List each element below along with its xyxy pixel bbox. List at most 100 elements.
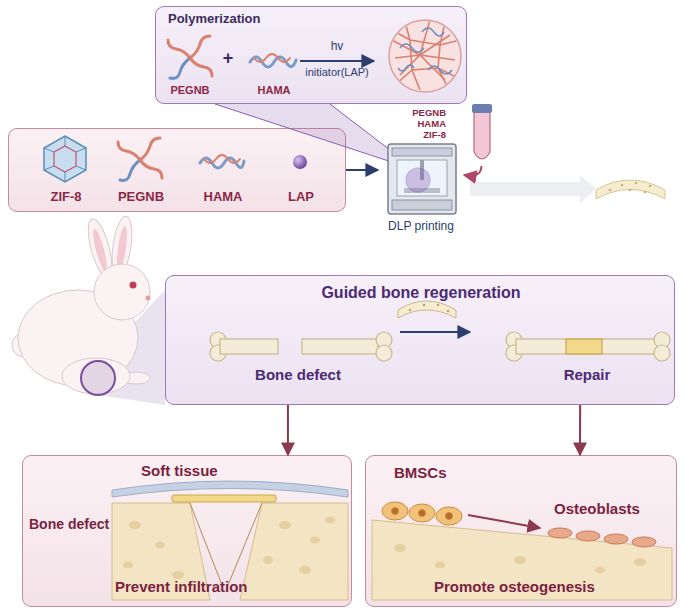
bone-segments — [210, 332, 226, 348]
rabbit — [84, 217, 117, 280]
bone-segments — [376, 332, 392, 348]
bone-segments — [376, 345, 392, 361]
rabbit — [109, 215, 135, 277]
node-heading: ZIF-8 — [31, 190, 101, 205]
defect-bone — [279, 521, 291, 529]
rabbit — [122, 372, 150, 384]
node-heading: PEGNB HAMA ZIF-8 — [404, 108, 446, 141]
node-heading: Polymerization — [168, 12, 260, 27]
soft-tissue-layer — [172, 495, 276, 502]
zoom-cone — [215, 104, 416, 170]
printed-scaffold — [644, 191, 647, 194]
differentiation-arrow — [468, 515, 540, 528]
dlp-printer — [397, 160, 447, 196]
flow-arrow — [287, 405, 289, 455]
rabbit — [90, 228, 109, 273]
scaffold-insert — [409, 309, 411, 311]
scaffold-insert — [437, 304, 439, 306]
scaffold-insert — [398, 301, 456, 318]
pegnb-star — [168, 40, 190, 58]
rabbit — [12, 215, 165, 405]
osteogenesis-bone — [372, 520, 672, 600]
bone-segments — [302, 339, 378, 354]
printed-scaffold — [649, 185, 652, 188]
node-text: Prevent infiltration — [115, 578, 248, 595]
output-arrow — [470, 175, 596, 203]
defect-bone — [310, 537, 320, 544]
differentiation-arrow — [468, 515, 540, 528]
bmsc-cells — [382, 502, 462, 525]
osteoblast-cells — [548, 528, 572, 538]
dlp-printer — [420, 160, 424, 180]
hydrogel-network — [389, 20, 461, 92]
text-label: hv — [331, 40, 344, 54]
osteogenesis-bone — [634, 558, 646, 566]
printer-node: DLP printing — [378, 140, 464, 240]
node-text: Bone defect — [29, 516, 109, 532]
scaffold-insert — [400, 331, 470, 333]
hama-chain — [200, 155, 244, 168]
node-text: HAMA — [188, 190, 258, 205]
pegnb-star — [118, 138, 162, 180]
hydrogel-network — [422, 28, 444, 36]
ink-tube — [472, 104, 492, 113]
bmsc-cells — [409, 504, 435, 522]
scaffold-insert — [447, 310, 449, 312]
reaction-arrow — [300, 60, 374, 62]
lap-initiator — [293, 155, 307, 169]
text-label: initiator(LAP) — [305, 66, 369, 79]
hama-chain — [250, 54, 296, 67]
defect-bone — [299, 566, 311, 574]
ink-tube — [472, 104, 492, 159]
pegnb-star — [140, 138, 160, 160]
node-heading: Soft tissue — [141, 462, 218, 479]
repaired-bone — [566, 339, 602, 354]
flow-arrow — [579, 405, 581, 455]
reaction-arrow — [300, 61, 374, 62]
rabbit — [98, 290, 165, 405]
printed-scaffold — [596, 180, 665, 199]
hydrogel-network — [389, 20, 461, 92]
repaired-bone — [506, 332, 670, 361]
output-arrow — [470, 175, 596, 203]
text-label: PEGNB — [170, 84, 209, 97]
material-panel: ZIF-8PEGNBHAMALAP — [8, 128, 346, 212]
node-heading: Guided bone regeneration — [166, 284, 676, 302]
node-text: PEGNB — [106, 190, 176, 205]
bmsc-cells — [382, 502, 408, 520]
defect-bone — [228, 503, 262, 585]
dlp-printer — [388, 144, 456, 214]
osteogenesis-bone — [394, 544, 406, 552]
zoom-cone — [215, 104, 416, 170]
printed-scaffold — [621, 184, 624, 187]
rabbit — [115, 226, 129, 271]
osteogenesis-bone — [372, 520, 672, 600]
repaired-bone — [506, 332, 522, 348]
zif8-crystal — [44, 136, 86, 182]
repaired-bone — [654, 345, 670, 361]
hama-chain — [204, 155, 240, 163]
bone-segments — [210, 345, 226, 361]
hama-chain — [254, 54, 290, 62]
osteogenesis-bone — [514, 556, 526, 564]
zif8-crystal — [54, 146, 76, 172]
flow-arrow — [346, 169, 378, 171]
ink-tube-node: PEGNB HAMA ZIF-8 — [404, 106, 494, 166]
bone-segments — [220, 339, 278, 354]
rabbit — [12, 333, 36, 357]
zif8-crystal — [44, 136, 86, 182]
lap-initiator — [293, 155, 307, 169]
dlp-printer — [392, 200, 452, 210]
scaffold-insert — [423, 304, 425, 306]
repaired-bone — [506, 345, 522, 361]
text-label: Bone defect — [255, 366, 341, 383]
text-label: Repair — [564, 366, 611, 383]
pegnb-star — [190, 58, 212, 76]
dlp-printer — [388, 144, 456, 214]
soft-tissue-layer — [112, 481, 348, 497]
bmsc-cells — [436, 507, 462, 525]
defect-bone — [129, 521, 141, 529]
defect-bone — [172, 571, 184, 579]
rabbit — [62, 358, 130, 394]
defect-bone — [263, 556, 273, 564]
